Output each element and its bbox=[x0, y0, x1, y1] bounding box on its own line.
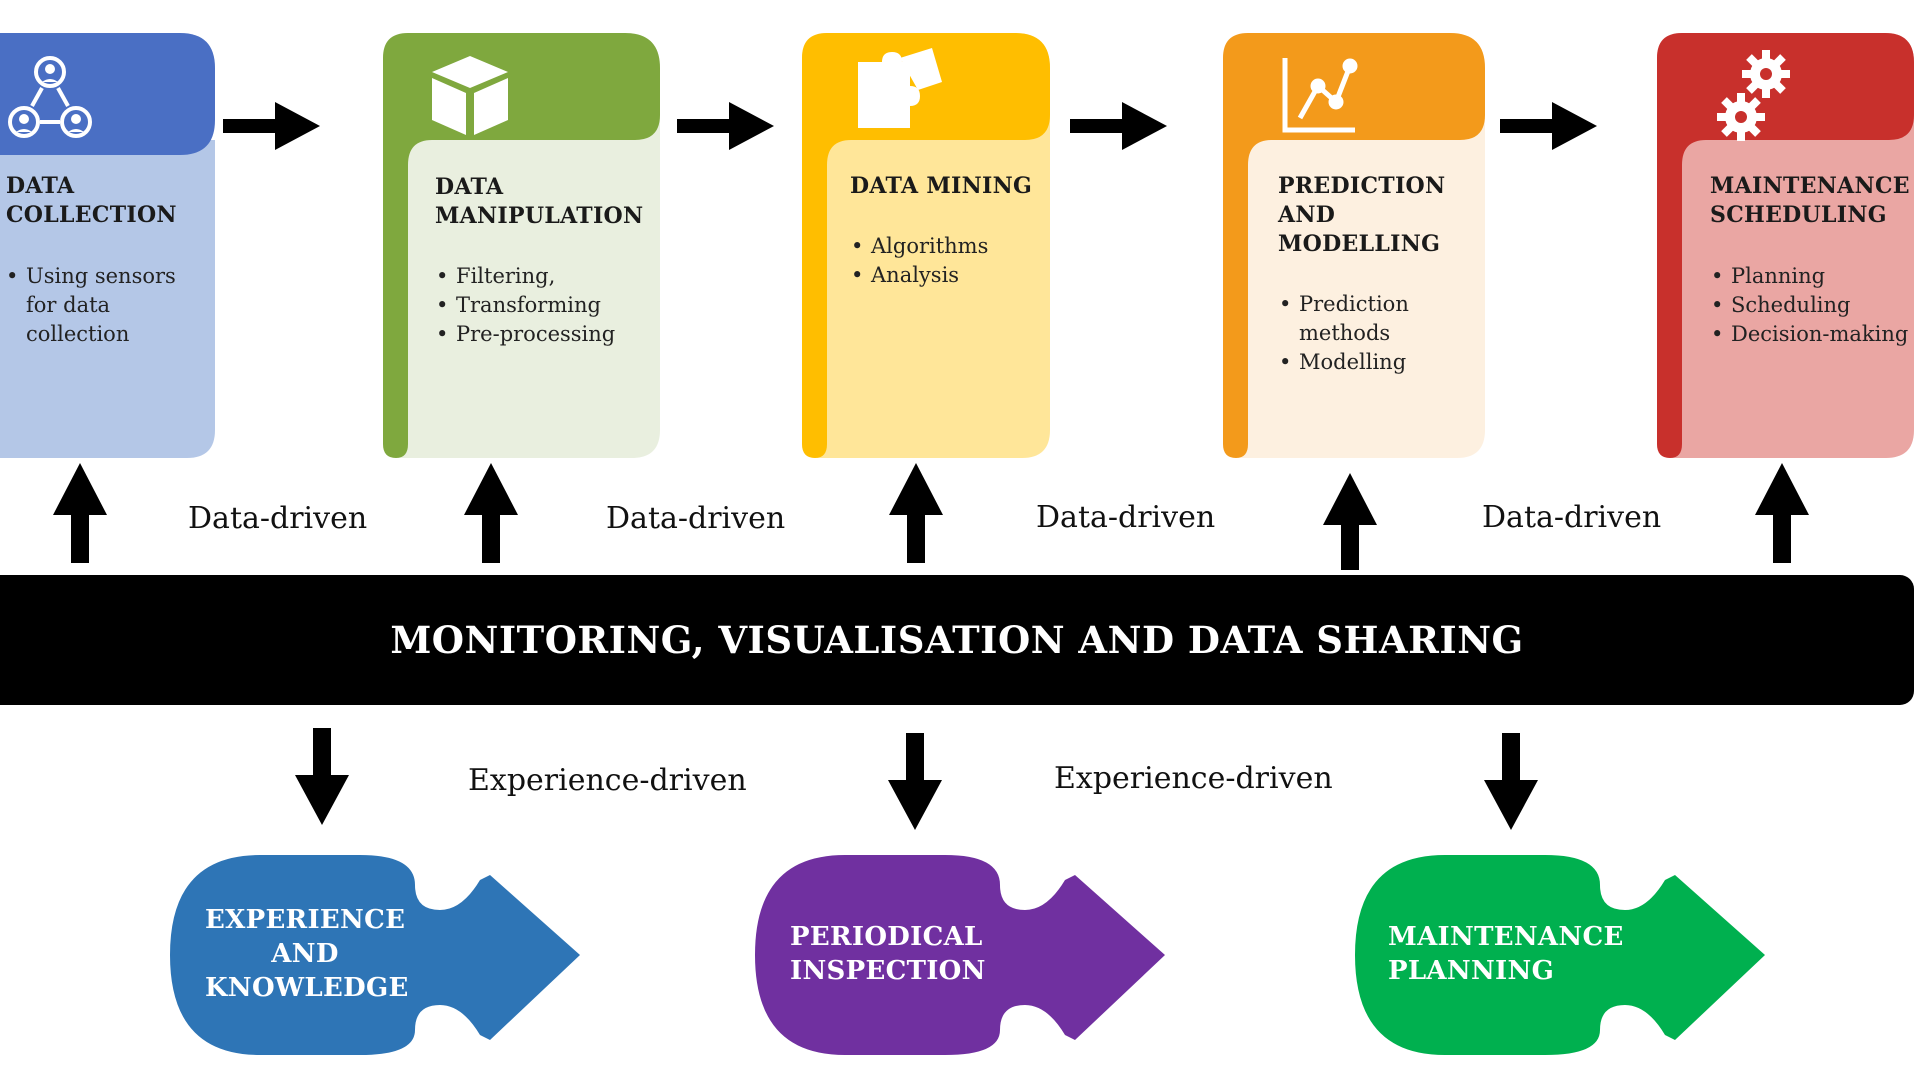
arrow-right-icon bbox=[677, 102, 774, 150]
experience-driven-label: Experience-driven bbox=[1054, 761, 1333, 796]
arrow-down-icon bbox=[295, 728, 349, 825]
stage-list-data-collection: Using sensors for data collection bbox=[6, 262, 206, 349]
list-item: Pre-processing bbox=[436, 320, 656, 349]
data-driven-label: Data-driven bbox=[606, 501, 786, 536]
stage-card-data-collection bbox=[0, 33, 215, 458]
list-item: Prediction methods bbox=[1279, 290, 1469, 348]
gears-icon bbox=[1717, 50, 1790, 141]
list-item: Planning bbox=[1711, 262, 1916, 291]
arrow-right-icon bbox=[223, 102, 320, 150]
arrow-down-icon bbox=[1484, 733, 1538, 830]
stage-card-data-manipulation bbox=[383, 33, 660, 458]
up-arrows bbox=[53, 463, 1809, 570]
list-item: Filtering, bbox=[436, 262, 656, 291]
list-item: Modelling bbox=[1279, 348, 1469, 377]
box-icon bbox=[432, 56, 508, 135]
band-title: MONITORING, VISUALISATION AND DATA SHARI… bbox=[390, 618, 1524, 662]
arrow-up-icon bbox=[1323, 473, 1377, 570]
stage-list-data-mining: Algorithms Analysis bbox=[851, 232, 1041, 290]
list-item: Analysis bbox=[851, 261, 1041, 290]
arrow-up-icon bbox=[464, 463, 518, 563]
list-item: Algorithms bbox=[851, 232, 1041, 261]
arrow-right-icon bbox=[1070, 102, 1167, 150]
arrow-up-icon bbox=[1755, 463, 1809, 563]
people-network-icon bbox=[8, 56, 92, 138]
list-item: Transforming bbox=[436, 291, 656, 320]
line-chart-icon bbox=[1282, 58, 1358, 133]
outcome-shape-periodical-inspection bbox=[755, 855, 1165, 1055]
list-item: Scheduling bbox=[1711, 291, 1916, 320]
monitoring-band: MONITORING, VISUALISATION AND DATA SHARI… bbox=[0, 575, 1914, 705]
experience-driven-label: Experience-driven bbox=[468, 763, 747, 798]
data-driven-label: Data-driven bbox=[1036, 500, 1216, 535]
puzzle-icon bbox=[858, 48, 942, 128]
list-item: Decision-making bbox=[1711, 320, 1916, 349]
arrow-right-icon bbox=[1500, 102, 1597, 150]
arrow-up-icon bbox=[53, 463, 107, 563]
data-driven-label: Data-driven bbox=[188, 501, 368, 536]
list-item: Using sensors for data collection bbox=[6, 262, 206, 349]
arrow-down-icon bbox=[888, 733, 942, 830]
stage-list-prediction-modelling: Prediction methods Modelling bbox=[1279, 290, 1469, 377]
outcome-shape-experience-knowledge bbox=[170, 855, 580, 1055]
arrow-up-icon bbox=[889, 463, 943, 563]
down-arrows bbox=[295, 728, 1538, 830]
data-driven-label: Data-driven bbox=[1482, 500, 1662, 535]
stage-list-maintenance-scheduling: Planning Scheduling Decision-making bbox=[1711, 262, 1916, 349]
stage-list-data-manipulation: Filtering, Transforming Pre-processing bbox=[436, 262, 656, 349]
stage-title-data-mining: DATA MINING bbox=[850, 173, 1033, 199]
outcome-shape-maintenance-planning bbox=[1355, 855, 1765, 1055]
stage-card-maintenance-scheduling bbox=[1657, 33, 1914, 458]
flow-arrows bbox=[223, 102, 1597, 150]
